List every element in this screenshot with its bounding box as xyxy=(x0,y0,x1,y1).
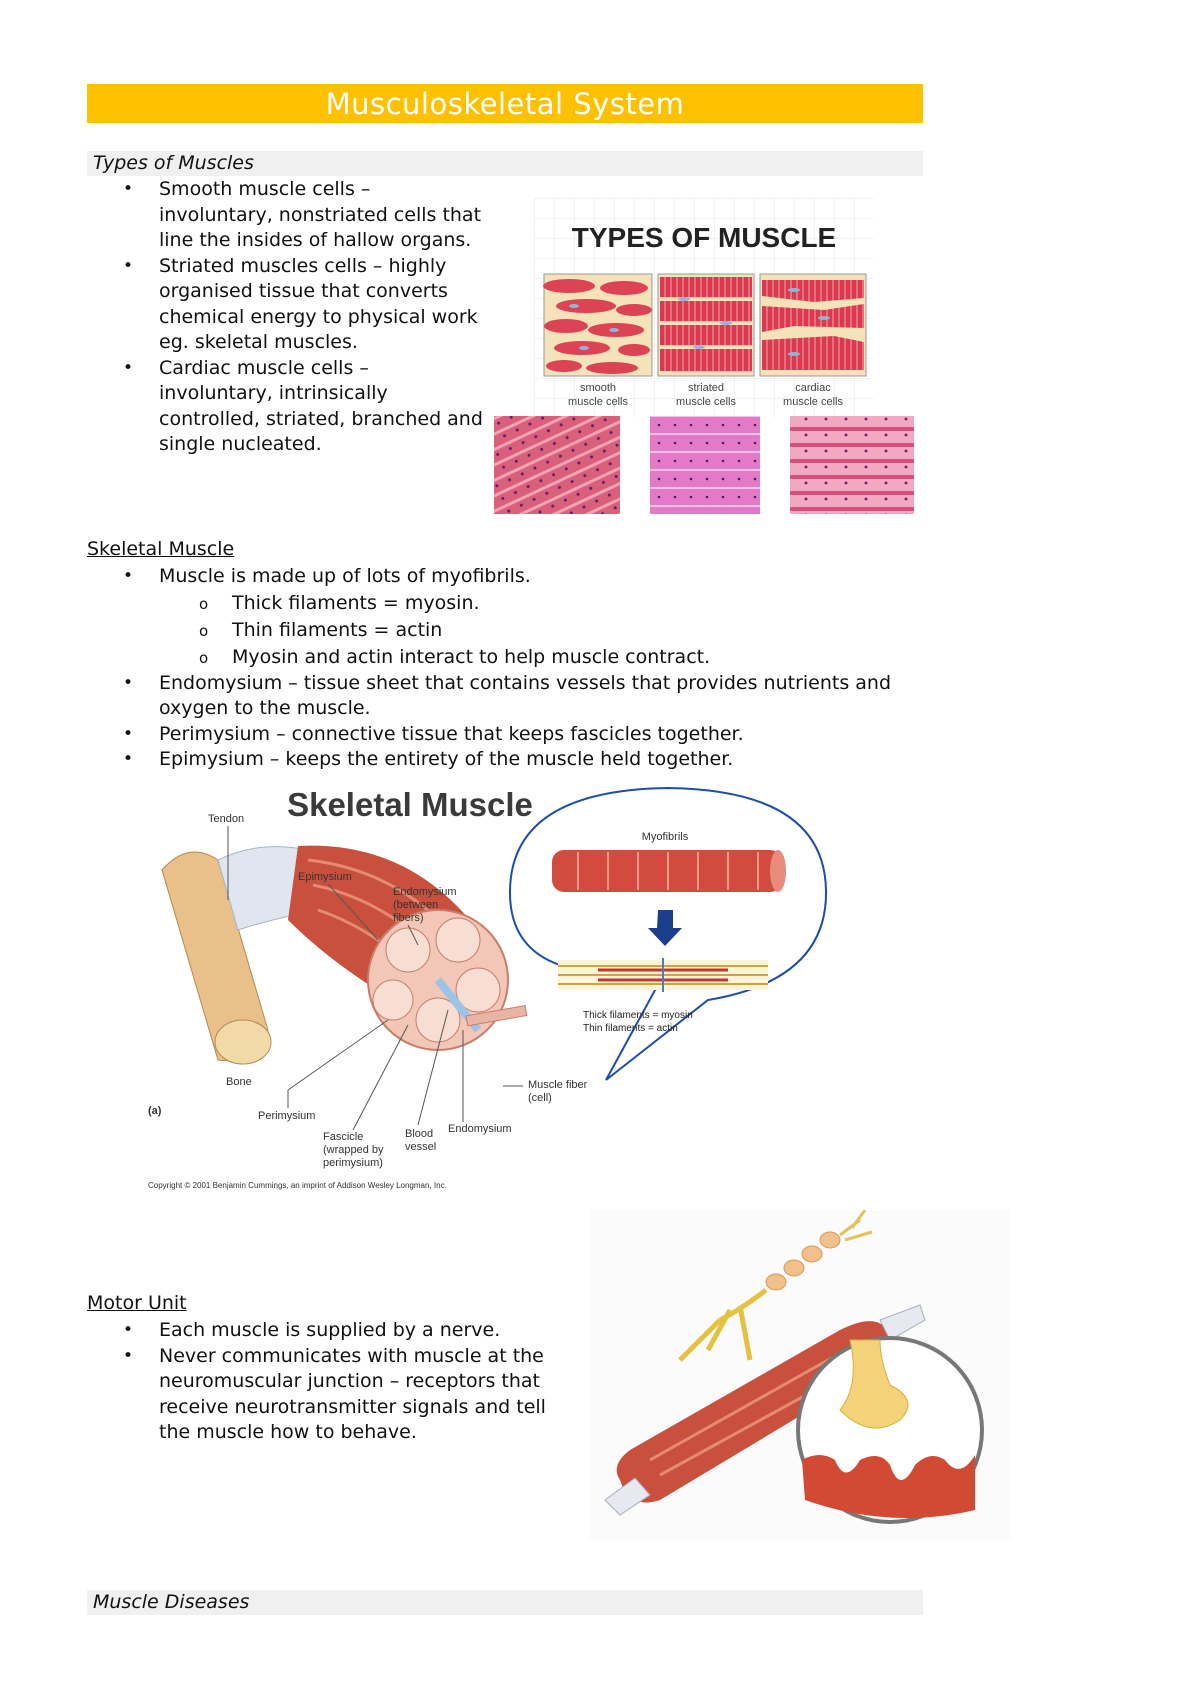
list-item: •Endomysium – tissue sheet that contains… xyxy=(123,671,892,720)
label-blood-vessel-2: vessel xyxy=(405,1141,436,1153)
list-item: •Perimysium – connective tissue that kee… xyxy=(87,722,947,748)
motor-heading: Motor Unit xyxy=(87,1292,187,1314)
smooth-label-2: muscle cells xyxy=(568,396,628,408)
types-heading: Types of Muscles xyxy=(87,151,923,176)
bullet-icon: • xyxy=(123,749,134,769)
motor-list: •Each muscle is supplied by a nerve. •Ne… xyxy=(87,1318,577,1446)
label-fascicle: Fascicle xyxy=(323,1131,363,1143)
label-muscle-fiber-2: (cell) xyxy=(528,1092,552,1104)
circle-bullet-icon: o xyxy=(199,621,209,640)
label-muscle-fiber: Muscle fiber xyxy=(528,1079,588,1091)
bullet-icon: • xyxy=(123,357,134,378)
smooth-cells-panel xyxy=(543,273,653,377)
skeletal-heading: Skeletal Muscle xyxy=(87,538,235,560)
page-title: Musculoskeletal System xyxy=(87,84,923,123)
smooth-label: smooth xyxy=(580,382,616,394)
figure-title: Skeletal Muscle xyxy=(287,786,533,823)
bullet-icon: • xyxy=(123,1345,134,1366)
cardiac-cells-panel xyxy=(759,273,867,377)
list-item: •Each muscle is supplied by a nerve. xyxy=(87,1318,577,1344)
nerve-branches xyxy=(678,1288,768,1362)
striated-histology-image xyxy=(650,416,760,514)
diseases-heading: Muscle Diseases xyxy=(87,1590,923,1615)
circle-bullet-icon: o xyxy=(199,648,209,667)
types-of-muscle-figure: TYPES OF MUSCLE xyxy=(494,198,914,516)
list-item: •Never communicates with muscle at the n… xyxy=(123,1344,546,1444)
bullet-icon: • xyxy=(123,672,134,693)
copyright-note: Copyright © 2001 Benjamin Cummings, an i… xyxy=(148,1181,447,1190)
striated-label: striated xyxy=(688,382,724,394)
list-item: •Muscle is made up of lots of myofibrils… xyxy=(87,564,947,671)
label-endomysium-between: Endomysium xyxy=(393,886,457,898)
striated-cells-panel xyxy=(657,273,755,377)
bullet-icon: • xyxy=(123,723,134,744)
skeletal-list: •Muscle is made up of lots of myofibrils… xyxy=(87,564,947,773)
dendrites-shape xyxy=(839,1209,873,1242)
label-perimysium: Perimysium xyxy=(258,1110,315,1122)
bullet-icon: • xyxy=(123,179,134,199)
label-fascicle-3: perimysium) xyxy=(323,1157,383,1169)
label-endomysium-between-3: fibers) xyxy=(393,912,424,924)
bullet-icon: • xyxy=(123,1320,134,1340)
label-tendon: Tendon xyxy=(208,813,244,825)
list-item: •Cardiac muscle cells – involuntary, int… xyxy=(123,356,483,456)
label-thick-filaments: Thick filaments = myosin xyxy=(583,1010,693,1021)
label-bone: Bone xyxy=(226,1076,252,1088)
bone-end xyxy=(214,1019,272,1065)
motor-unit-figure xyxy=(590,1209,1010,1540)
tendon-right-shape xyxy=(879,1304,926,1341)
bullet-icon: • xyxy=(123,255,134,276)
tendon-left-shape xyxy=(604,1477,651,1516)
arrow-down-icon xyxy=(648,910,682,946)
label-myofibrils: Myofibrils xyxy=(642,831,689,843)
label-epimysium: Epimysium xyxy=(298,871,352,883)
circle-bullet-icon: o xyxy=(199,594,209,613)
smooth-histology-image xyxy=(494,416,620,514)
label-fascicle-2: (wrapped by xyxy=(323,1144,384,1156)
list-item: •Epimysium – keeps the entirety of the m… xyxy=(87,747,947,773)
synapse-terminal-shape xyxy=(839,1339,909,1429)
cardiac-histology-image xyxy=(790,416,914,514)
cardiac-label-2: muscle cells xyxy=(783,396,843,408)
list-item: •Smooth muscle cells – involuntary, nons… xyxy=(123,178,482,251)
muscle-fiber-shape xyxy=(465,1005,528,1027)
label-endomysium-between-2: (between xyxy=(393,899,438,911)
skeletal-muscle-figure: Skeletal Muscle Tendon Epimysium xyxy=(148,780,828,1200)
cardiac-label: cardiac xyxy=(795,382,831,394)
label-blood-vessel: Blood xyxy=(405,1128,433,1140)
striated-label-2: muscle cells xyxy=(676,396,736,408)
label-panel: (a) xyxy=(148,1105,162,1117)
muscle-surface-shape xyxy=(802,1455,975,1518)
label-thin-filaments: Thin filaments = actin xyxy=(583,1023,678,1034)
types-list: •Smooth muscle cells – involuntary, nons… xyxy=(87,177,487,458)
label-endomysium: Endomysium xyxy=(448,1123,512,1135)
figure-title: TYPES OF MUSCLE xyxy=(572,222,836,253)
list-item: •Striated muscles cells – highly organis… xyxy=(123,254,478,354)
bullet-icon: • xyxy=(123,566,134,586)
